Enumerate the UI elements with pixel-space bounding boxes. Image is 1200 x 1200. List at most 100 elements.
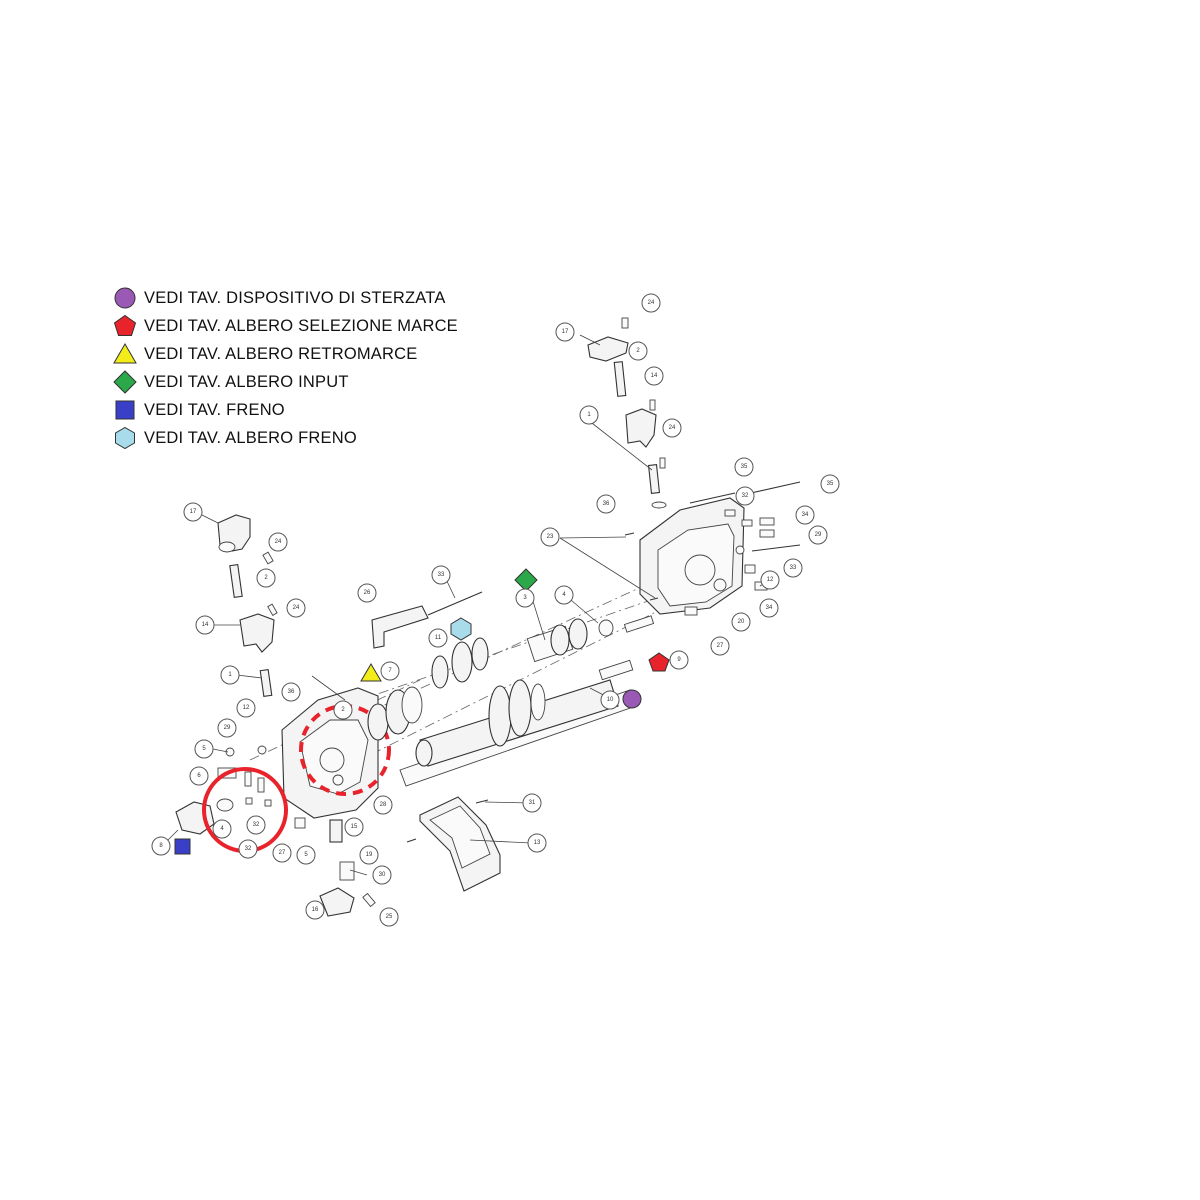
svg-text:6: 6 [197,773,201,779]
svg-text:20: 20 [738,619,745,625]
svg-text:35: 35 [741,464,748,470]
svg-text:16: 16 [312,907,319,913]
callout: 19 [359,845,379,865]
svg-text:7: 7 [388,668,392,674]
callout: 17 [183,502,203,522]
legend-item-gear-selector: VEDI TAV. ALBERO SELEZIONE MARCE [112,312,532,340]
callout: 1 [579,405,599,425]
svg-text:27: 27 [279,850,286,856]
svg-text:32: 32 [245,846,252,852]
purple-circle-icon [114,287,136,309]
callout: 24 [641,293,661,313]
legend-label: VEDI TAV. ALBERO SELEZIONE MARCE [144,316,458,335]
callout: 2 [628,341,648,361]
svg-text:2: 2 [264,575,268,581]
svg-text:4: 4 [562,592,566,598]
legend-label: VEDI TAV. ALBERO FRENO [144,428,357,447]
callout: 20 [731,612,751,632]
callout: 12 [760,570,780,590]
callout: 2 [333,700,353,720]
left-shift-fork-assembly [217,514,278,698]
callout: 24 [286,598,306,618]
callout: 33 [783,558,803,578]
svg-text:31: 31 [529,800,536,806]
callout: 32 [246,815,266,835]
right-shift-fork-assembly [587,317,667,509]
callout: 3 [515,588,535,608]
svg-text:36: 36 [288,689,295,695]
lightblue-hexagon-icon [115,426,135,450]
svg-text:34: 34 [766,605,773,611]
legend-item-steering: VEDI TAV. DISPOSITIVO DI STERZATA [112,284,532,312]
blue-square-icon [115,400,135,420]
svg-text:1: 1 [228,672,232,678]
svg-text:14: 14 [651,373,658,379]
callout: 24 [268,532,288,552]
callout: 12 [236,698,256,718]
callout: 33 [431,565,451,585]
legend-item-input-shaft: VEDI TAV. ALBERO INPUT [112,368,532,396]
svg-text:15: 15 [351,824,358,830]
leader-lines [161,334,771,911]
callout: 10 [600,690,620,710]
svg-text:11: 11 [435,635,442,641]
svg-text:3: 3 [523,595,527,601]
svg-text:35: 35 [827,481,834,487]
callout: 1 [220,665,240,685]
legend-item-brake: VEDI TAV. FRENO [112,396,532,424]
svg-text:24: 24 [669,425,676,431]
yellow-triangle-icon [360,663,382,682]
left-housing [281,687,379,819]
callout: 32 [735,486,755,506]
red-pentagon-icon [648,652,670,672]
callout: 26 [357,583,377,603]
green-diamond-icon [113,370,137,394]
callout: 14 [644,366,664,386]
callout: 13 [527,833,547,853]
legend-label: VEDI TAV. FRENO [144,400,285,419]
callout: 24 [662,418,682,438]
blue-square-icon [174,838,191,855]
svg-text:33: 33 [438,572,445,578]
callout: 2 [256,568,276,588]
bolt [427,591,483,616]
callout: 34 [759,598,779,618]
callout: 5 [296,845,316,865]
callout: 27 [272,843,292,863]
svg-text:17: 17 [190,509,197,515]
svg-text:12: 12 [243,705,250,711]
callout: 28 [373,795,393,815]
svg-text:25: 25 [386,914,393,920]
svg-text:24: 24 [293,605,300,611]
svg-text:5: 5 [202,746,206,752]
callout: 9 [669,650,689,670]
callout: 35 [820,474,840,494]
svg-text:29: 29 [815,532,822,538]
callout: 4 [554,585,574,605]
svg-text:24: 24 [275,539,282,545]
callout: 14 [195,615,215,635]
main-shaft [399,659,637,787]
svg-text:34: 34 [802,512,809,518]
svg-text:17: 17 [562,329,569,335]
yellow-triangle-icon [113,343,137,364]
legend-label: VEDI TAV. ALBERO INPUT [144,372,349,391]
callout: 7 [380,661,400,681]
svg-text:10: 10 [607,697,614,703]
svg-text:28: 28 [380,802,387,808]
svg-text:32: 32 [253,822,260,828]
callout: 17 [555,322,575,342]
legend: VEDI TAV. DISPOSITIVO DI STERZATA VEDI T… [112,284,532,452]
callout: 5 [194,739,214,759]
svg-text:12: 12 [767,577,774,583]
legend-item-brake-shaft: VEDI TAV. ALBERO FRENO [112,424,532,452]
guard-cover [406,796,501,892]
callout: 16 [305,900,325,920]
callout: 11 [428,628,448,648]
callout: 31 [522,793,542,813]
svg-text:9: 9 [677,657,681,663]
legend-label: VEDI TAV. DISPOSITIVO DI STERZATA [144,288,446,307]
callout: 4 [212,819,232,839]
callout: 27 [710,636,730,656]
